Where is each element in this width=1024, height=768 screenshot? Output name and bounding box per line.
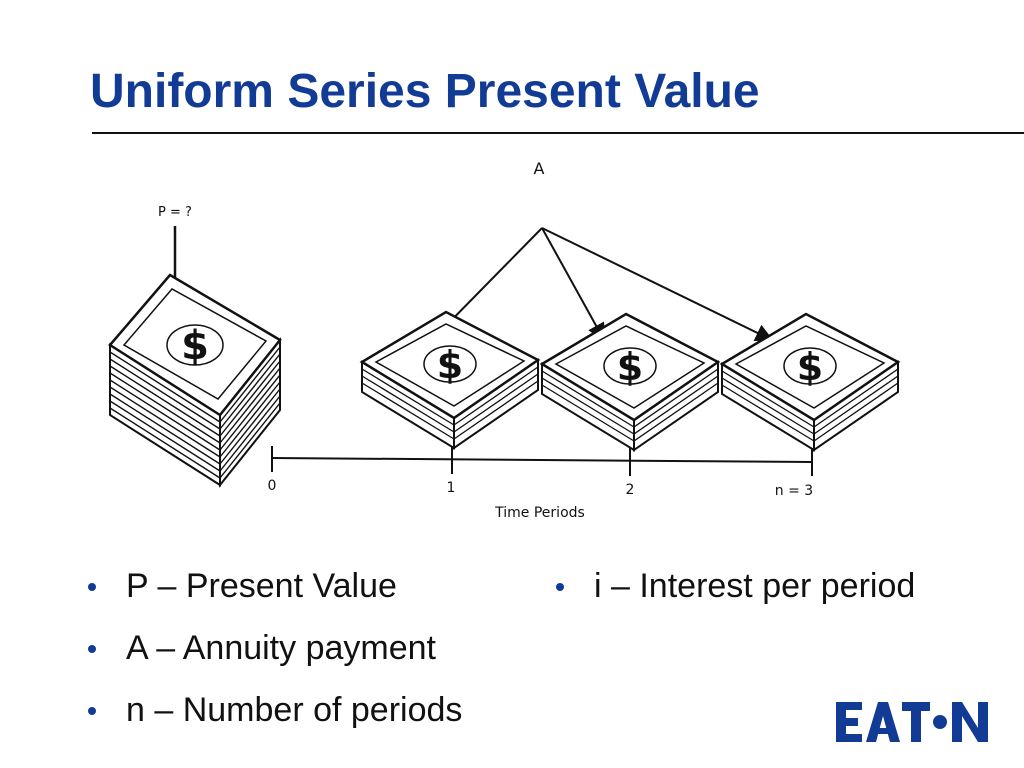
tick-label-1: 1: [447, 480, 456, 496]
bullet-text: A – Annuity payment: [126, 629, 436, 667]
timeline-axis: [271, 446, 813, 476]
bullet-dot-icon: [88, 583, 96, 591]
cash-flow-diagram: A P = ? $: [108, 159, 901, 521]
title-divider: [92, 132, 1024, 134]
annuity-cash-stack-3: $: [719, 312, 901, 452]
tick-label-n: n = 3: [775, 483, 813, 499]
list-item: i – Interest per period: [556, 566, 915, 628]
definitions-list-left: P – Present Value A – Annuity payment n …: [88, 566, 462, 752]
present-value-cash-stack: $: [108, 273, 282, 488]
annuity-arrows: [432, 227, 774, 342]
bullet-dot-icon: [556, 583, 564, 591]
dollar-sign-icon: $: [617, 345, 643, 389]
bullet-text: n – Number of periods: [126, 691, 463, 729]
slide-title: Uniform Series Present Value: [90, 65, 760, 118]
bullet-text: i – Interest per period: [594, 567, 916, 605]
time-axis-title: Time Periods: [494, 505, 585, 521]
annuity-cash-stack-1: $: [359, 310, 541, 450]
eaton-logo: [836, 702, 988, 742]
annuity-cash-stack-2: $: [539, 312, 721, 452]
dollar-sign-icon: $: [797, 345, 823, 389]
list-item: A – Annuity payment: [88, 628, 462, 690]
tick-label-0: 0: [268, 478, 277, 494]
list-item: P – Present Value: [88, 566, 462, 628]
dollar-sign-icon: $: [437, 343, 463, 387]
bullet-text: P – Present Value: [126, 567, 397, 605]
bullet-dot-icon: [88, 707, 96, 715]
list-item: n – Number of periods: [88, 690, 462, 752]
tick-label-2: 2: [626, 482, 635, 498]
dollar-sign-icon: $: [181, 323, 209, 369]
present-value-label: P = ?: [158, 205, 192, 220]
annuity-label: A: [534, 159, 545, 178]
bullet-dot-icon: [88, 645, 96, 653]
definitions-list-right: i – Interest per period: [556, 566, 915, 628]
